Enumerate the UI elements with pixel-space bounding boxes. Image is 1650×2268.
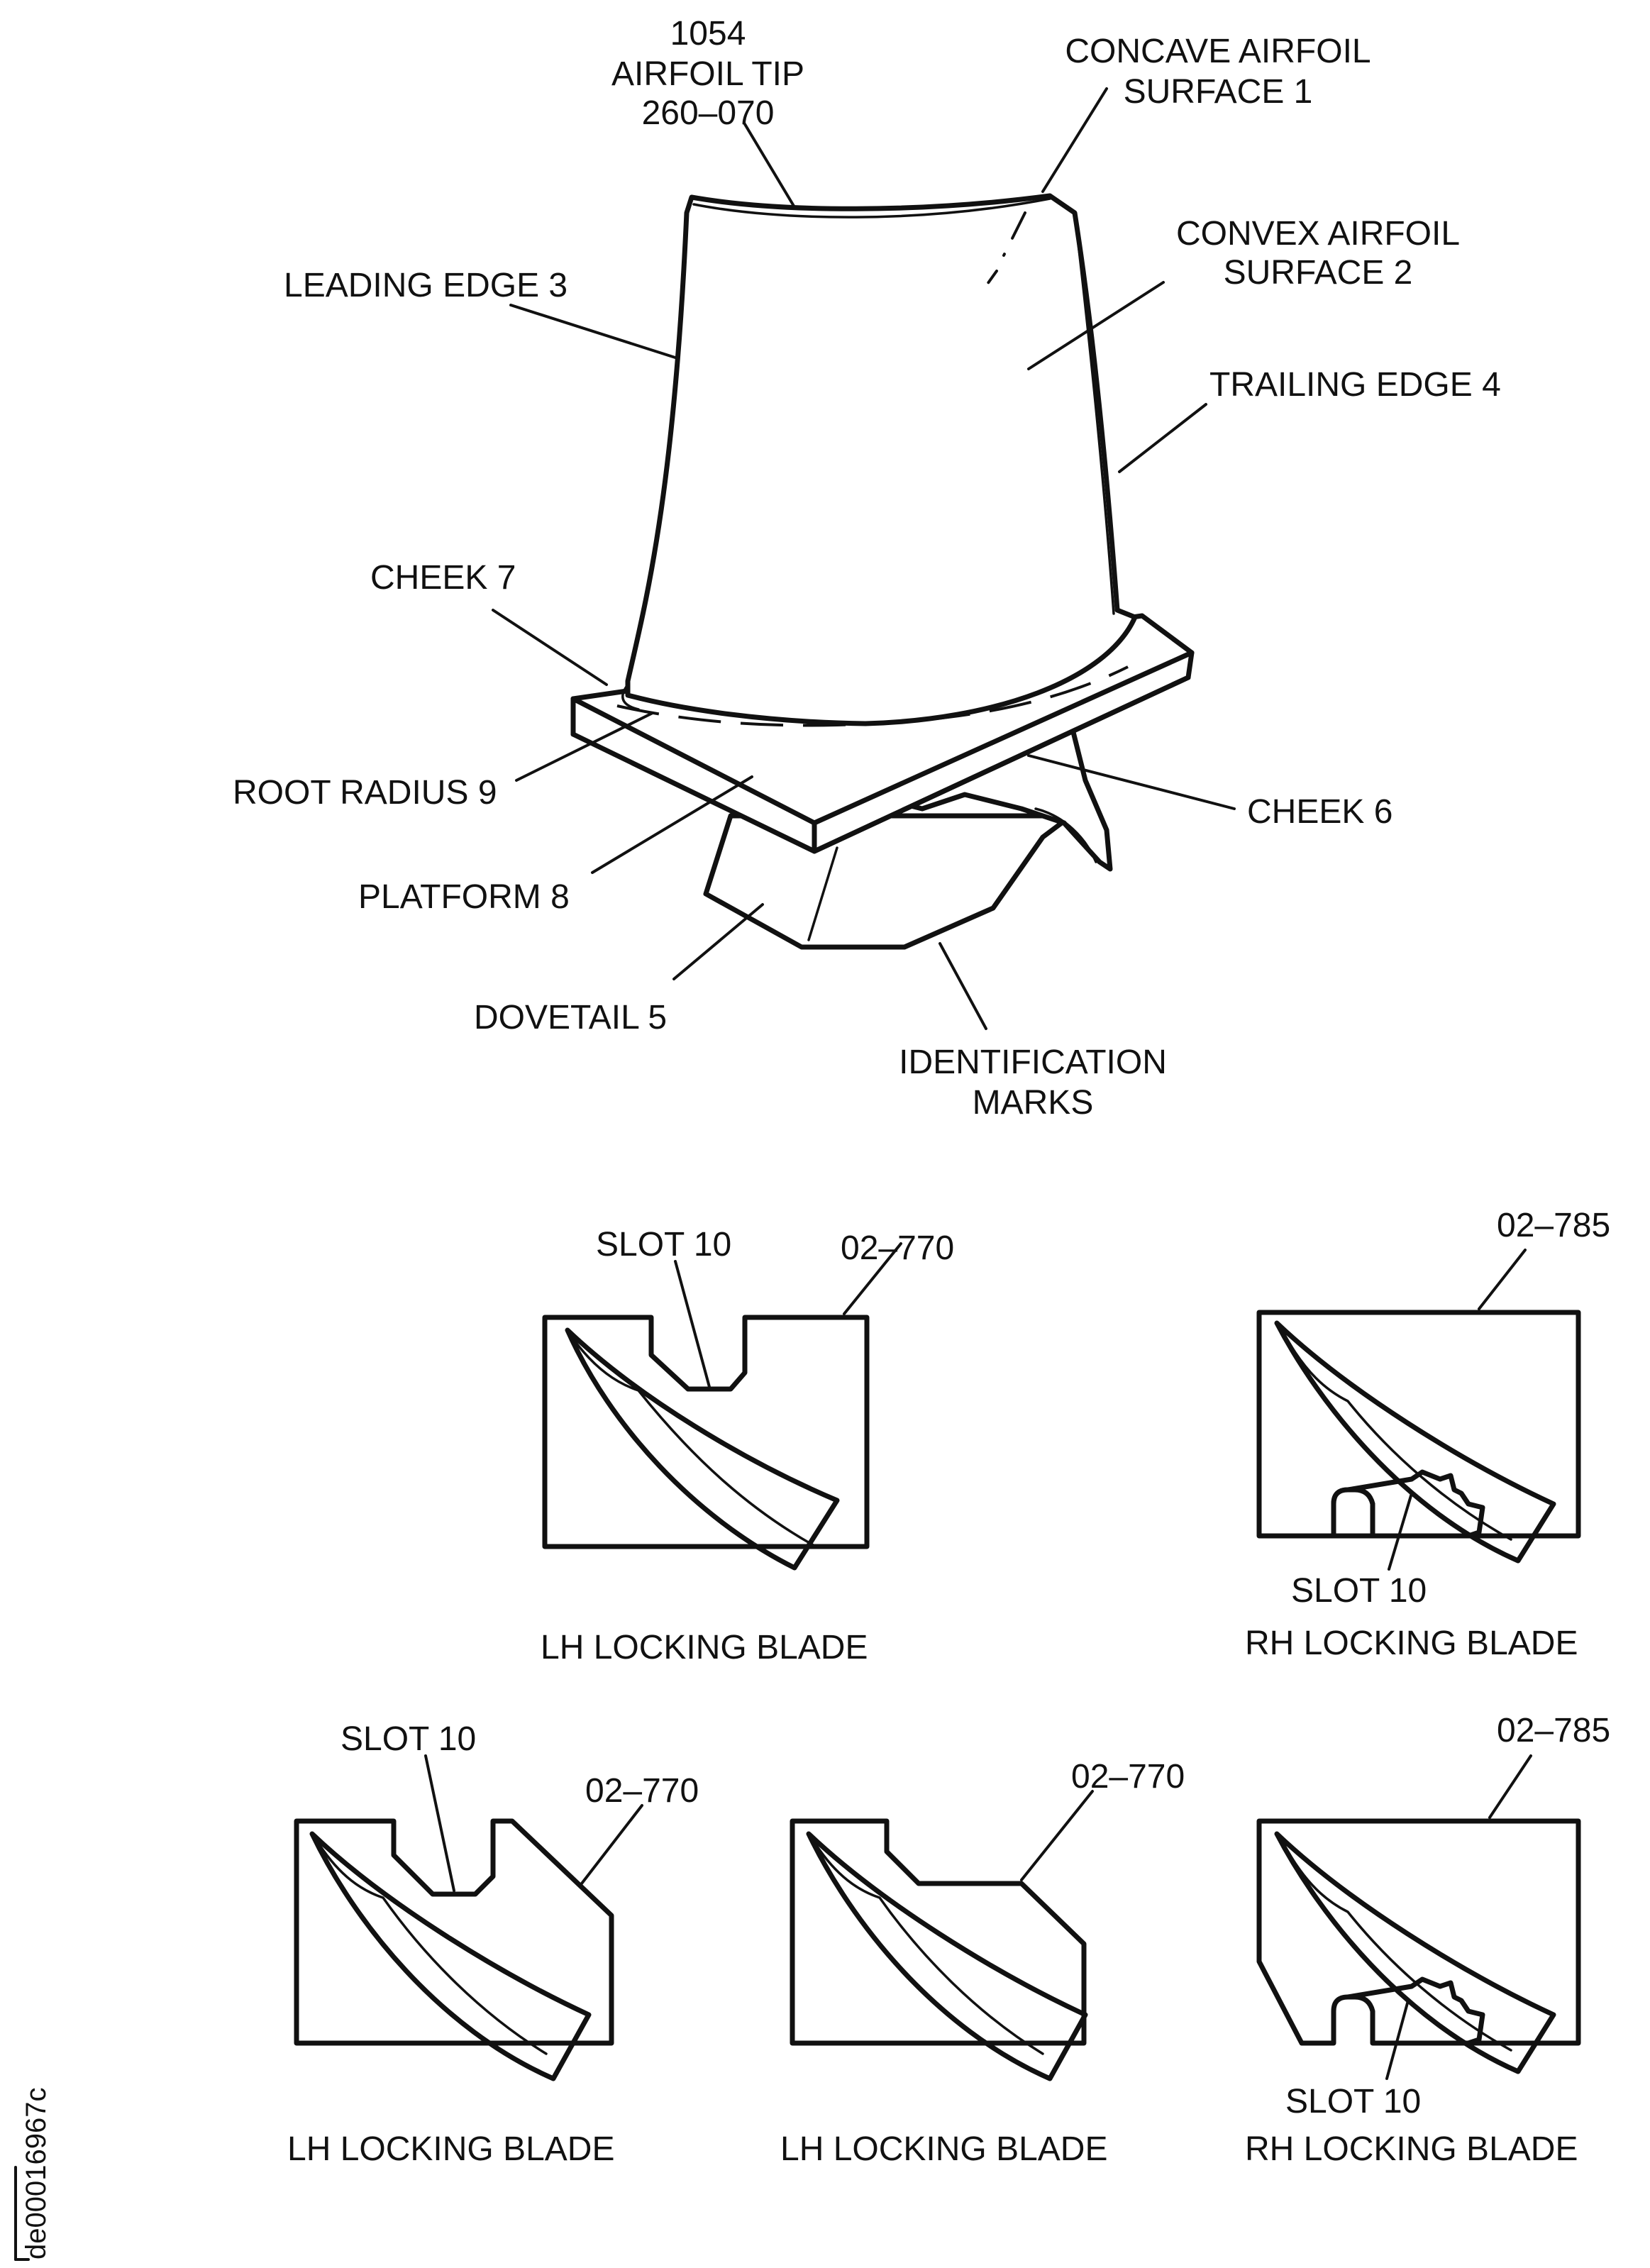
tip-ref-label: 260–070: [642, 94, 775, 132]
airfoil-tip-label: AIRFOIL TIP: [611, 55, 804, 93]
rh1-ref-label: 02–785: [1497, 1207, 1610, 1244]
identification-label-1: IDENTIFICATION: [899, 1044, 1167, 1081]
tip-number: 1054: [670, 15, 746, 52]
rh1-caption: RH LOCKING BLADE: [1245, 1625, 1578, 1662]
lh3-caption: LH LOCKING BLADE: [780, 2130, 1107, 2168]
leading-edge-label: LEADING EDGE 3: [284, 267, 567, 304]
lh2-slot-label: SLOT 10: [340, 1720, 476, 1758]
lh1-ref-label: 02–770: [841, 1229, 954, 1267]
figure-id-label: de00016967c: [21, 2088, 52, 2259]
cheek6-label: CHEEK 6: [1247, 793, 1392, 831]
convex-label-1: CONVEX AIRFOIL: [1176, 215, 1460, 253]
lh1-caption: LH LOCKING BLADE: [541, 1629, 868, 1666]
rh2-caption: RH LOCKING BLADE: [1245, 2130, 1578, 2168]
identification-label-2: MARKS: [973, 1084, 1094, 1122]
main-leaders: [492, 87, 1236, 1030]
cheek7-label: CHEEK 7: [370, 559, 516, 597]
dovetail-label: DOVETAIL 5: [474, 999, 667, 1036]
lh-locking-blade-2: SLOT 10 02–770 LH LOCKING BLADE: [287, 1720, 699, 2168]
dovetail-shape: [703, 813, 1074, 950]
airfoil-shape: [625, 193, 1138, 726]
lh2-caption: LH LOCKING BLADE: [287, 2130, 614, 2168]
concave-label-1: CONCAVE AIRFOIL: [1065, 33, 1371, 70]
concave-label-2: SURFACE 1: [1124, 73, 1313, 111]
platform-label: PLATFORM 8: [358, 878, 570, 916]
rh2-ref-label: 02–785: [1497, 1712, 1610, 1749]
rh2-slot-label: SLOT 10: [1285, 2083, 1421, 2120]
lh2-ref-label: 02–770: [585, 1772, 699, 1810]
lh-locking-blade-1: SLOT 10 02–770 LH LOCKING BLADE: [541, 1226, 954, 1666]
root-radius-label: ROOT RADIUS 9: [233, 774, 497, 812]
lh-locking-blade-3: 02–770 LH LOCKING BLADE: [780, 1758, 1185, 2168]
trailing-edge-label: TRAILING EDGE 4: [1209, 366, 1501, 404]
turbine-blade-illustration: [570, 193, 1195, 950]
lh1-slot-label: SLOT 10: [596, 1226, 731, 1263]
rh-locking-blade-2: 02–785 SLOT 10 RH LOCKING BLADE: [1245, 1712, 1610, 2168]
rh-locking-blade-1: 02–785 SLOT 10 RH LOCKING BLADE: [1245, 1207, 1610, 1662]
lh3-ref-label: 02–770: [1071, 1758, 1185, 1796]
convex-label-2: SURFACE 2: [1224, 254, 1413, 292]
rh1-slot-label: SLOT 10: [1291, 1572, 1427, 1610]
figure-id: de00016967c: [14, 2088, 52, 2261]
